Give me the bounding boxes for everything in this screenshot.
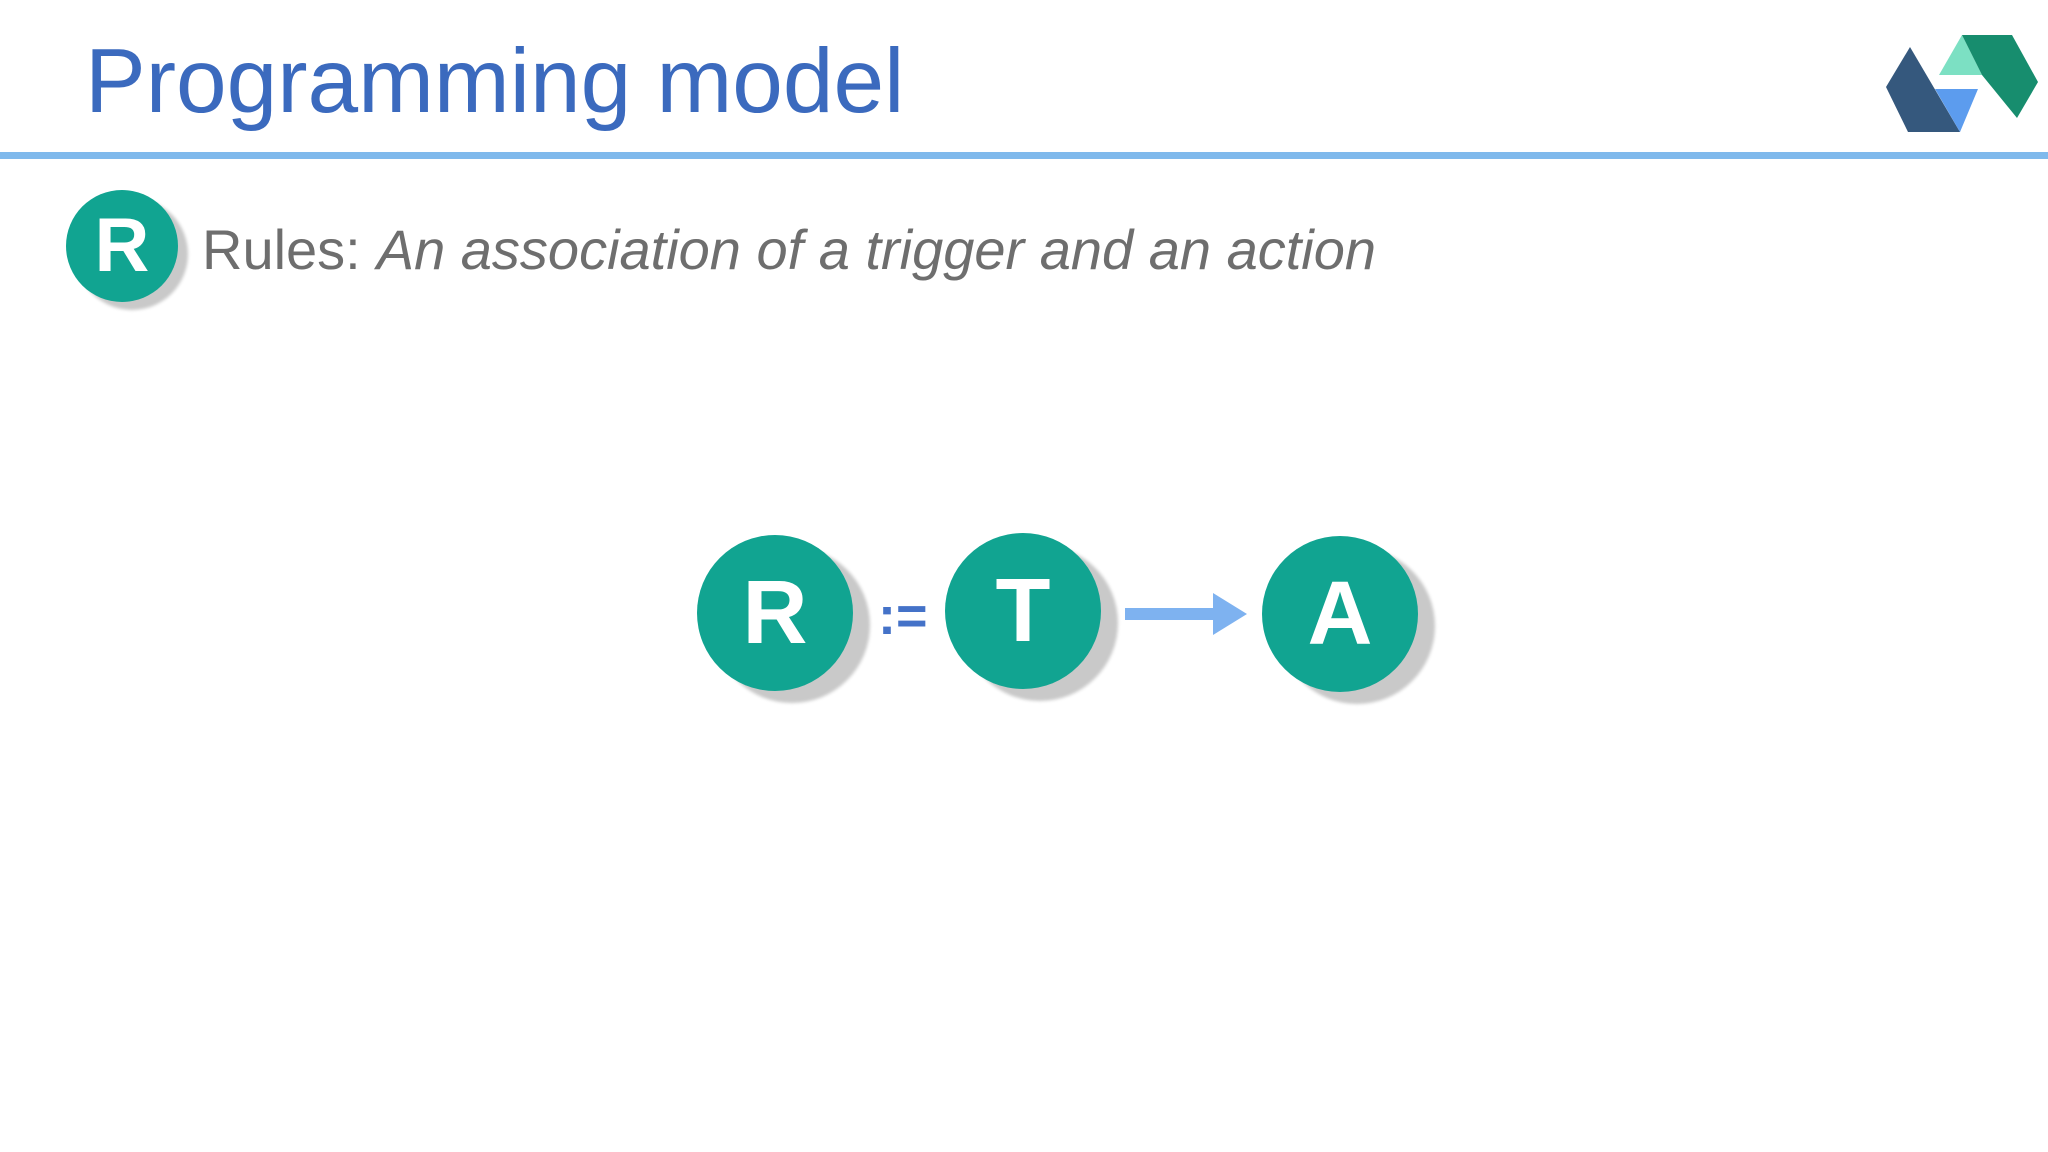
logo-lightblue-triangle <box>1935 89 1978 132</box>
trigger-node-letter: T <box>995 561 1051 661</box>
rules-badge: R <box>66 190 178 302</box>
rules-description: An association of a trigger and an actio… <box>376 218 1377 281</box>
rules-label: Rules: <box>202 218 361 281</box>
logo-dark-chevron <box>1886 47 1960 132</box>
slide-title: Programming model <box>85 31 905 132</box>
action-node-letter: A <box>1307 564 1373 664</box>
rules-bullet-text: Rules:An association of a trigger and an… <box>202 219 1376 281</box>
title-divider <box>0 152 2048 159</box>
logo-green-chevron <box>1962 35 2038 118</box>
brand-logo <box>1886 35 2038 132</box>
arrow-right-icon <box>1125 593 1247 635</box>
action-node: A <box>1262 536 1418 692</box>
logo-mint-triangle <box>1939 35 1982 75</box>
rule-node-letter: R <box>742 563 808 663</box>
assign-operator: := <box>878 586 928 646</box>
trigger-node: T <box>945 533 1101 689</box>
rule-node: R <box>697 535 853 691</box>
rules-badge-letter: R <box>94 203 150 288</box>
